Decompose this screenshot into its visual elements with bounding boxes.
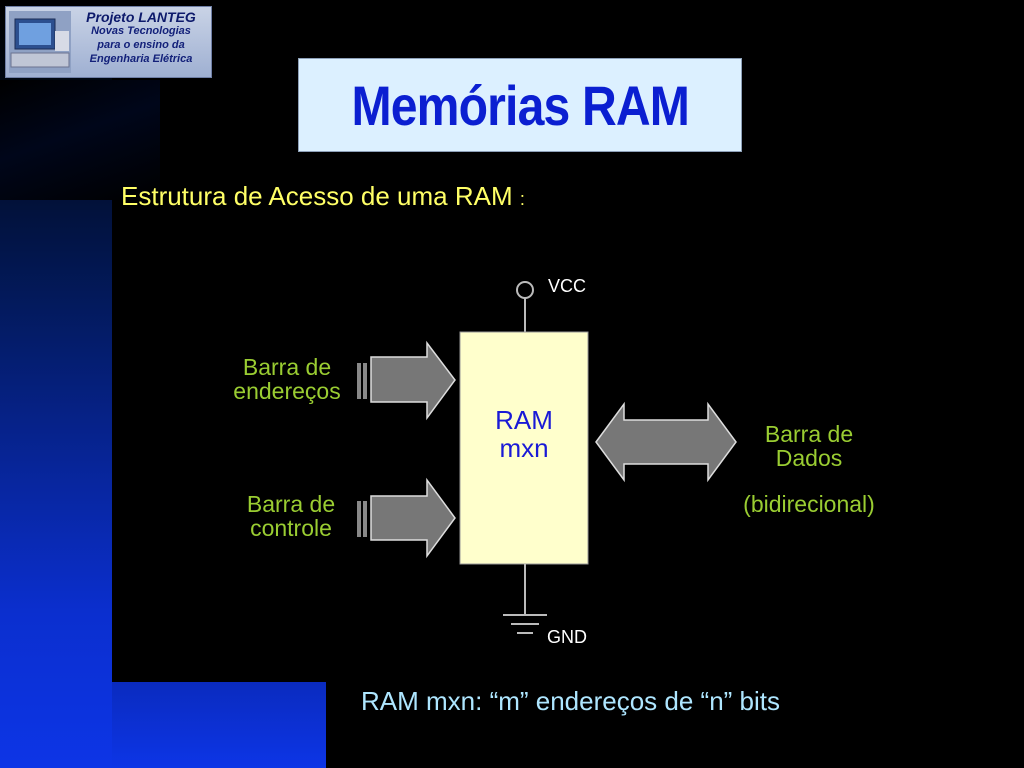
ram-box (459, 331, 589, 565)
lanteg-logo: Projeto LANTEG Novas Tecnologias para o … (5, 6, 212, 78)
logo-line-2: para o ensino da (97, 39, 185, 51)
vcc-label: VCC (548, 276, 587, 296)
address-bus-arrow (357, 340, 456, 421)
title-box: Memórias RAM (298, 58, 742, 152)
control-bus-arrow (357, 477, 456, 559)
ram-label-line2: mxn (499, 433, 549, 463)
background-gradient-bottom (112, 682, 326, 768)
subtitle-colon: : (519, 189, 525, 209)
control-bus-label-line1: Barra de (246, 491, 336, 517)
logo-text: Projeto LANTEG Novas Tecnologias para o … (72, 10, 210, 66)
control-bus-label-line2: controle (250, 515, 332, 541)
data-bus-label-line2: Dados (775, 445, 843, 471)
address-bus-label: Barra de endereços (214, 355, 360, 403)
background-shadow-wedge (0, 80, 160, 200)
slide-title: Memórias RAM (351, 73, 689, 137)
ram-label-line1: RAM (495, 405, 553, 435)
data-bus-label-line1: Barra de (764, 421, 854, 447)
gnd-label: GND (547, 627, 587, 647)
address-bus-label-line1: Barra de (242, 354, 332, 380)
footer-caption: RAM mxn: “m” endereços de “n” bits (361, 686, 781, 716)
address-bus-label-line2: endereços (233, 378, 341, 404)
data-bus-note: (bidirecional) (743, 491, 875, 517)
data-bus-label: Barra de Dados (738, 422, 880, 470)
control-bus-label: Barra de controle (218, 492, 364, 540)
logo-line-1: Novas Tecnologias (91, 25, 191, 37)
subtitle-text: Estrutura de Acesso de uma RAM (121, 181, 513, 211)
ram-label: RAM mxn (460, 406, 588, 462)
logo-line-3: Engenharia Elétrica (89, 53, 193, 65)
vcc-terminal (516, 281, 534, 299)
computer-picture-icon (9, 11, 71, 73)
data-bus-arrow (595, 401, 737, 483)
logo-title: Projeto LANTEG (86, 9, 196, 25)
slide-subtitle: Estrutura de Acesso de uma RAM : (121, 181, 525, 212)
ground-symbol (503, 614, 547, 634)
